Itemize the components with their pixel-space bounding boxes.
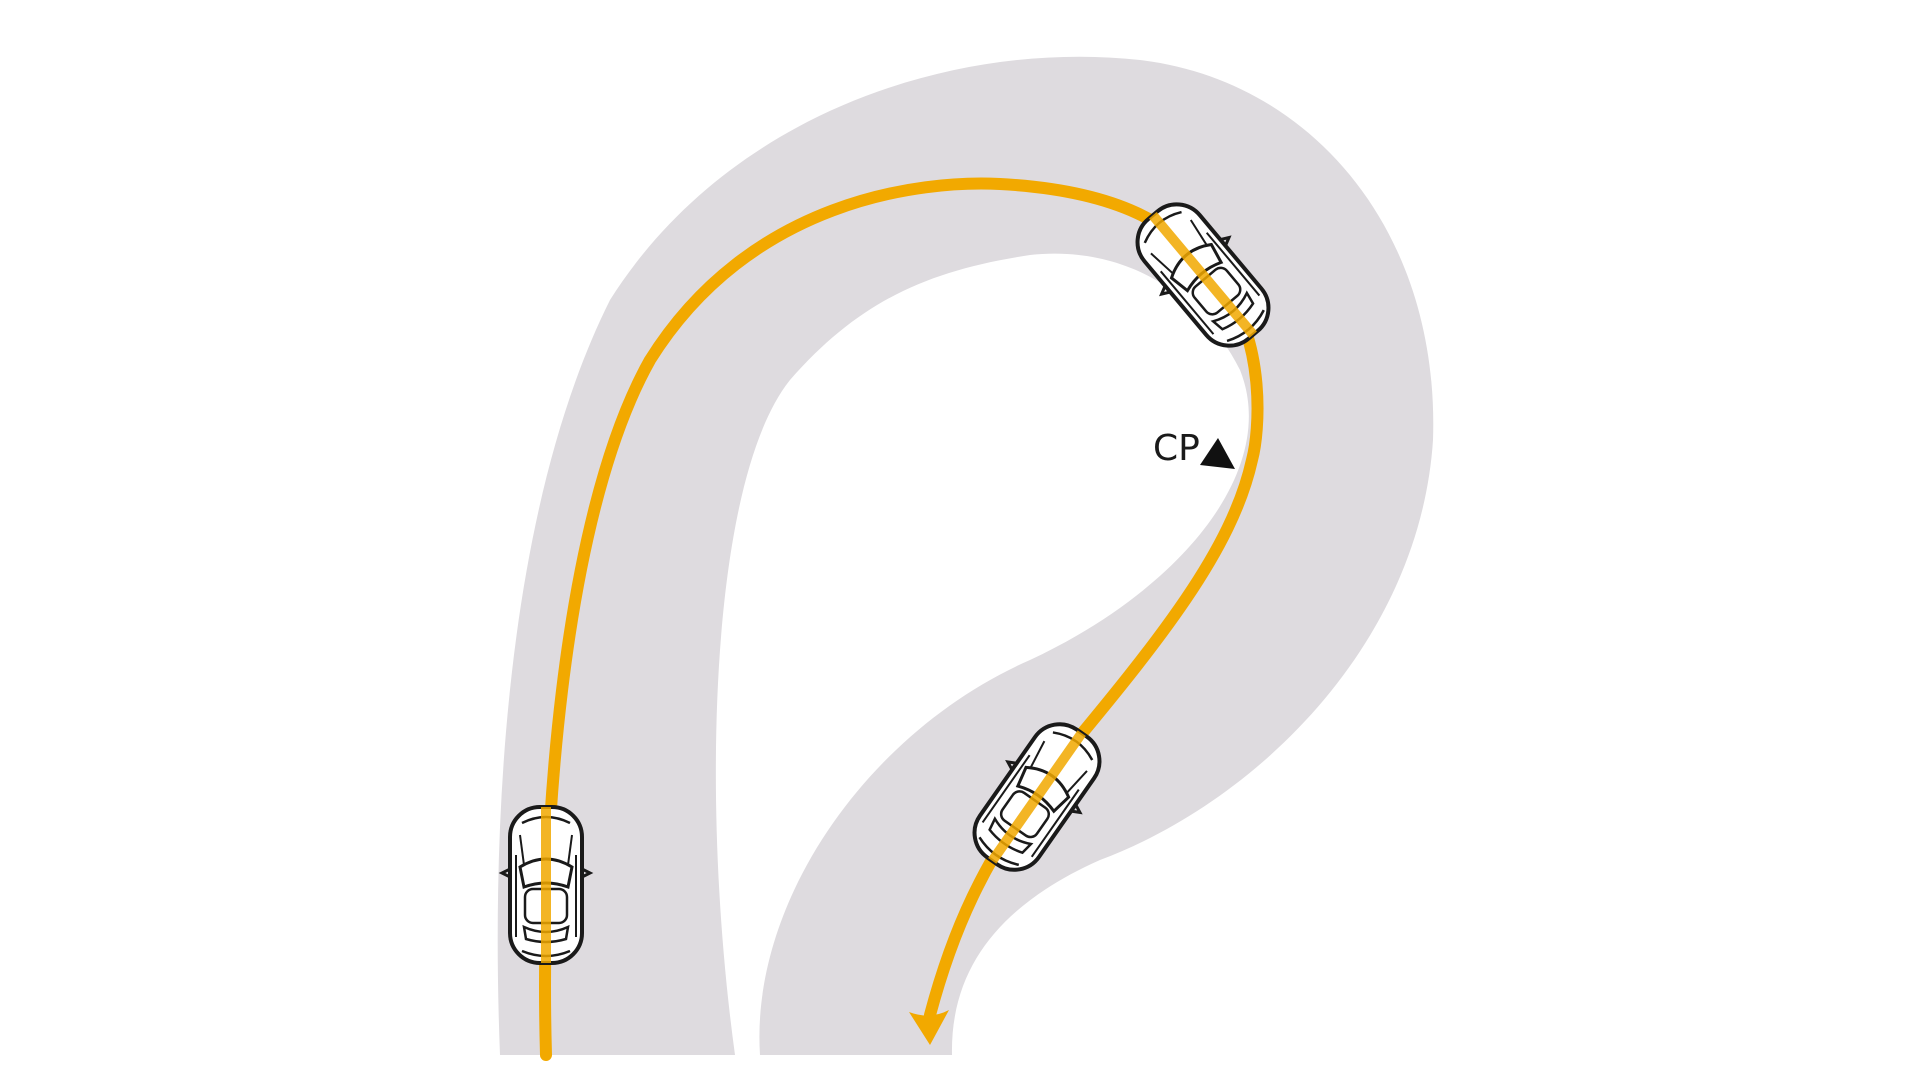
clipping-point-marker — [1200, 438, 1235, 469]
direction-arrow-head — [909, 1010, 949, 1045]
clipping-point-label: CP — [1153, 428, 1200, 469]
car-straight — [500, 805, 592, 965]
car-apex — [1117, 184, 1289, 366]
car-exit — [954, 705, 1120, 889]
